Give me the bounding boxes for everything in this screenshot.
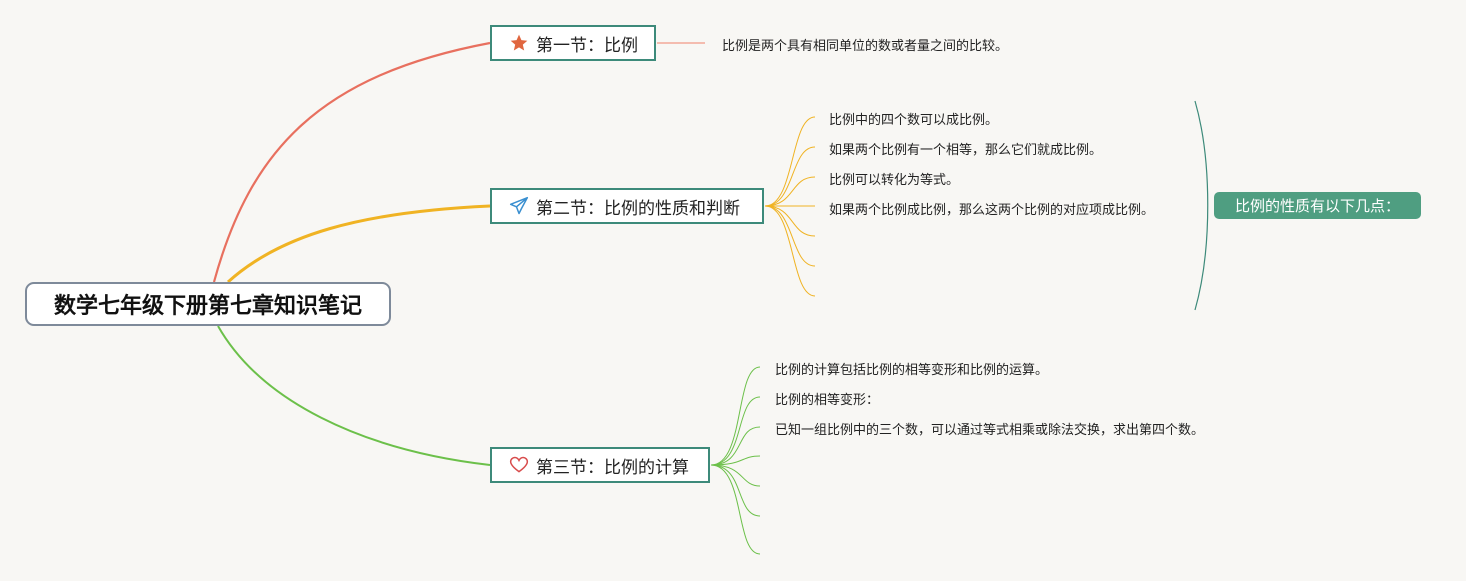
link-root-section-1 xyxy=(212,41,491,283)
section-2-label: 第二节：比例的性质和判断 xyxy=(536,198,740,219)
section-1-label: 第一节：比例 xyxy=(536,35,638,56)
section-2-item-3[interactable]: 比例可以转化为等式。 xyxy=(829,173,960,188)
section-2-topic[interactable]: 第二节：比例的性质和判断 xyxy=(490,188,764,224)
summary-bracket xyxy=(1194,100,1209,311)
heart-icon xyxy=(508,454,530,476)
link-root-section-2 xyxy=(226,204,491,284)
section-2-item-2[interactable]: 如果两个比例有一个相等，那么它们就成比例。 xyxy=(829,143,1103,158)
section-1-topic[interactable]: 第一节：比例 xyxy=(490,25,656,61)
section-3-topic[interactable]: 第三节：比例的计算 xyxy=(490,447,710,483)
section-3-label: 第三节：比例的计算 xyxy=(536,457,689,478)
section-3-item-2[interactable]: 比例的相等变形： xyxy=(775,393,880,408)
section-1-item-1[interactable]: 比例是两个具有相同单位的数或者量之间的比较。 xyxy=(722,39,1009,54)
section-2-item-1[interactable]: 比例中的四个数可以成比例。 xyxy=(829,113,999,128)
link-root-section-3 xyxy=(217,325,491,466)
paper-plane-icon xyxy=(508,195,530,217)
root-title: 数学七年级下册第七章知识笔记 xyxy=(53,294,362,319)
summary-label: 比例的性质有以下几点： xyxy=(1234,197,1400,215)
root-topic[interactable]: 数学七年级下册第七章知识笔记 xyxy=(25,282,391,326)
section-2-summary[interactable]: 比例的性质有以下几点： xyxy=(1214,192,1421,219)
section-3-item-1[interactable]: 比例的计算包括比例的相等变形和比例的运算。 xyxy=(775,363,1049,378)
section-2-branches xyxy=(764,116,816,297)
section-3-item-3[interactable]: 已知一组比例中的三个数，可以通过等式相乘或除法交换，求出第四个数。 xyxy=(775,423,1205,438)
star-icon xyxy=(508,32,530,54)
section-3-branches xyxy=(710,366,761,555)
section-2-item-4[interactable]: 如果两个比例成比例，那么这两个比例的对应项成比例。 xyxy=(829,203,1155,218)
